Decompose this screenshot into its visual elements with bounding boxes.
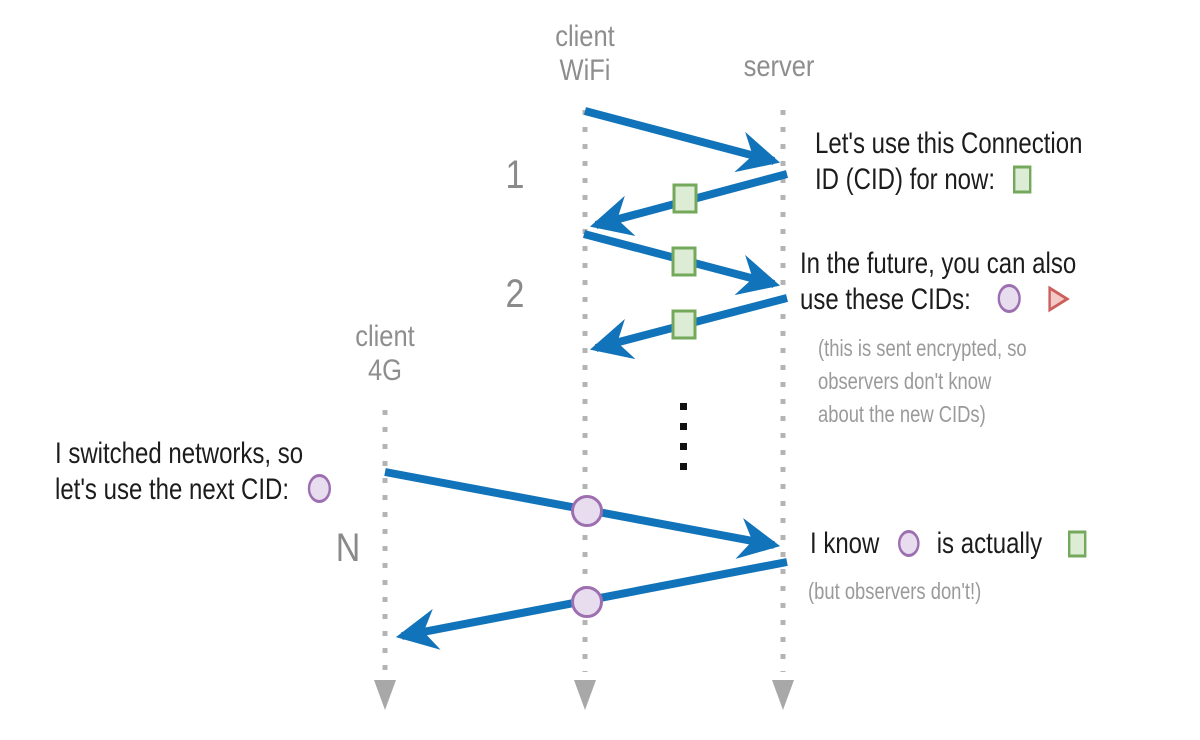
- annotation-text: use these CIDs:: [800, 283, 971, 316]
- round-number-2: 2: [505, 272, 525, 316]
- annotation-text: I switched networks, so: [55, 437, 304, 470]
- timeline-label-line: client: [555, 20, 615, 53]
- round-number-1: 1: [505, 153, 525, 197]
- annotation-text: is actually: [936, 527, 1043, 560]
- annotation-switched-networks: I switched networks, so let's use the ne…: [55, 436, 332, 508]
- timeline-end-arrowhead-server: [772, 680, 794, 710]
- timeline-label-line: WiFi: [559, 54, 611, 87]
- annotation-text: ID (CID) for now:: [815, 163, 996, 196]
- purple-circle-cid-icon: [571, 586, 603, 618]
- message-arrow-r1-client-to-server: [583, 107, 781, 173]
- timeline-label-client-4g: client 4G: [334, 320, 436, 388]
- purple-circle-cid-icon: [307, 474, 331, 503]
- timeline-end-arrowhead-4g: [374, 680, 396, 710]
- purple-circle-cid-icon: [997, 284, 1021, 313]
- annotation-text: Let's use this Connection: [815, 127, 1083, 160]
- annotation-text: In the future, you can also: [800, 247, 1077, 280]
- green-square-cid-icon: [671, 309, 697, 340]
- annotation-future-cids: In the future, you can also use these CI…: [800, 246, 1076, 318]
- annotation-i-know: I know is actually: [810, 526, 1087, 562]
- green-square-cid-icon: [671, 246, 697, 277]
- timeline-label-server: server: [728, 50, 830, 84]
- annotation-note-encrypted: (this is sent encrypted, so observers do…: [818, 335, 1027, 427]
- timeline-label-line: server: [743, 50, 815, 83]
- timeline-label-line: 4G: [367, 354, 403, 387]
- timeline-label-client-wifi: client WiFi: [534, 20, 636, 88]
- green-square-cid-icon: [672, 183, 698, 214]
- green-square-cid-icon: [1068, 530, 1087, 558]
- annotation-note-observers: (but observers don't!): [808, 578, 982, 604]
- purple-circle-cid-icon: [898, 530, 920, 557]
- timeline-end-arrowhead-wifi: [574, 680, 596, 710]
- red-triangle-cid-icon: [1048, 285, 1070, 313]
- purple-circle-cid-icon: [571, 495, 603, 527]
- annotation-text: let's use the next CID:: [55, 473, 290, 506]
- round-number-n: N: [335, 526, 361, 570]
- annotation-text: I know: [810, 527, 880, 560]
- annotation-cid-now: Let's use this Connection ID (CID) for n…: [815, 126, 1082, 198]
- more-rounds-ellipsis: [680, 403, 687, 470]
- timeline-label-line: client: [355, 320, 415, 353]
- green-square-cid-icon: [1013, 165, 1032, 194]
